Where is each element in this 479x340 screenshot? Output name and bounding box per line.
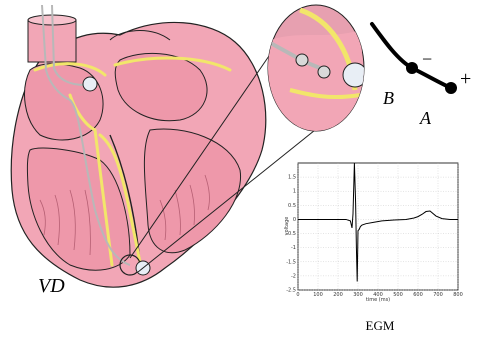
egm-x-tick-label: 100 (313, 292, 323, 298)
egm-y-tick-label: 1 (293, 189, 296, 195)
egm-x-tick-label: 600 (413, 292, 423, 298)
electrode-b-label: B (383, 88, 394, 108)
egm-x-axis-label: time (ms) (366, 297, 390, 303)
egm-y-tick-label: -2 (291, 273, 296, 279)
egm-x-tick-label: 700 (433, 292, 443, 298)
egm-x-tick-label: 800 (453, 292, 463, 298)
polarity-minus: − (422, 49, 432, 69)
egm-x-tick-label: 200 (333, 292, 343, 298)
egm-caption: EGM (366, 318, 395, 333)
egm-x-tick-label: 300 (353, 292, 363, 298)
egm-y-tick-label: 0 (293, 217, 296, 223)
egm-y-tick-label: -1.5 (286, 259, 296, 265)
egm-y-axis-label: voltage (284, 217, 290, 236)
electrode-b-dot (406, 62, 418, 74)
egm-x-tick-label: 0 (296, 292, 299, 298)
atrial-electrode (83, 77, 97, 91)
egm-y-tick-label: 0.5 (288, 203, 296, 209)
egm-y-tick-label: -2.5 (286, 288, 296, 294)
egm-y-tick-label: 1.5 (288, 175, 296, 181)
lead-wire (372, 24, 451, 88)
lead-tip-magnifier (260, 5, 370, 140)
electrode-pair-schematic: − + B A (372, 24, 471, 128)
egm-y-tick-label: -1 (291, 245, 296, 251)
polarity-plus: + (460, 68, 471, 90)
heart-illustration: VD (11, 5, 266, 297)
ventricle-label: VD (38, 275, 65, 297)
electrode-a-label: A (419, 108, 432, 128)
egm-x-tick-label: 500 (393, 292, 403, 298)
electrode-a-dot (445, 82, 457, 94)
